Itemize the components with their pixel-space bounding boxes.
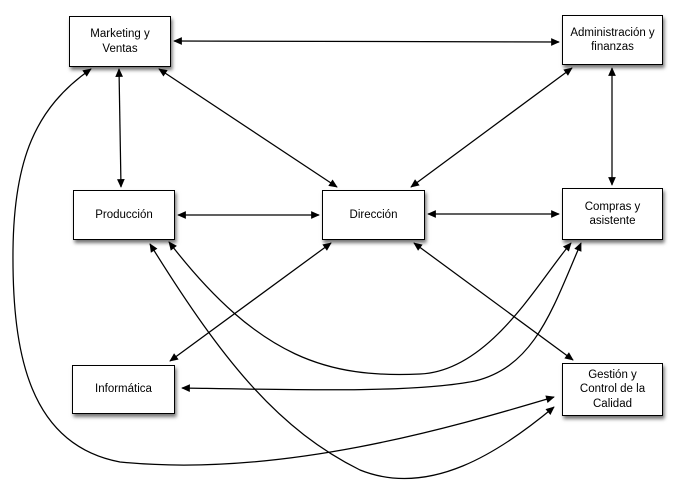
node-marketing-y-ventas: Marketing y Ventas	[69, 16, 171, 67]
node-informatica: Informática	[72, 365, 175, 414]
node-direccion: Dirección	[322, 190, 425, 240]
edge-direccion-gestion	[413, 242, 574, 361]
edge-marketing-produccion	[115, 68, 125, 188]
edge-marketing-administracion	[173, 37, 560, 46]
node-produccion: Producción	[73, 190, 175, 240]
edge-produccion-compras	[168, 241, 572, 376]
edge-marketing-gestion	[12, 68, 555, 466]
edge-direccion-informatica	[169, 242, 332, 362]
edge-compras-informatica	[181, 242, 582, 392]
edge-administracion-direccion	[410, 67, 573, 188]
node-compras-y-asistente: Compras y asistente	[562, 188, 663, 240]
edge-marketing-direccion	[158, 68, 338, 188]
node-administracion-y-finanzas: Administración y finanzas	[562, 15, 663, 65]
node-gestion-y-control-de-la-calidad: Gestión y Control de la Calidad	[562, 363, 663, 416]
edge-produccion-gestion	[149, 243, 555, 480]
